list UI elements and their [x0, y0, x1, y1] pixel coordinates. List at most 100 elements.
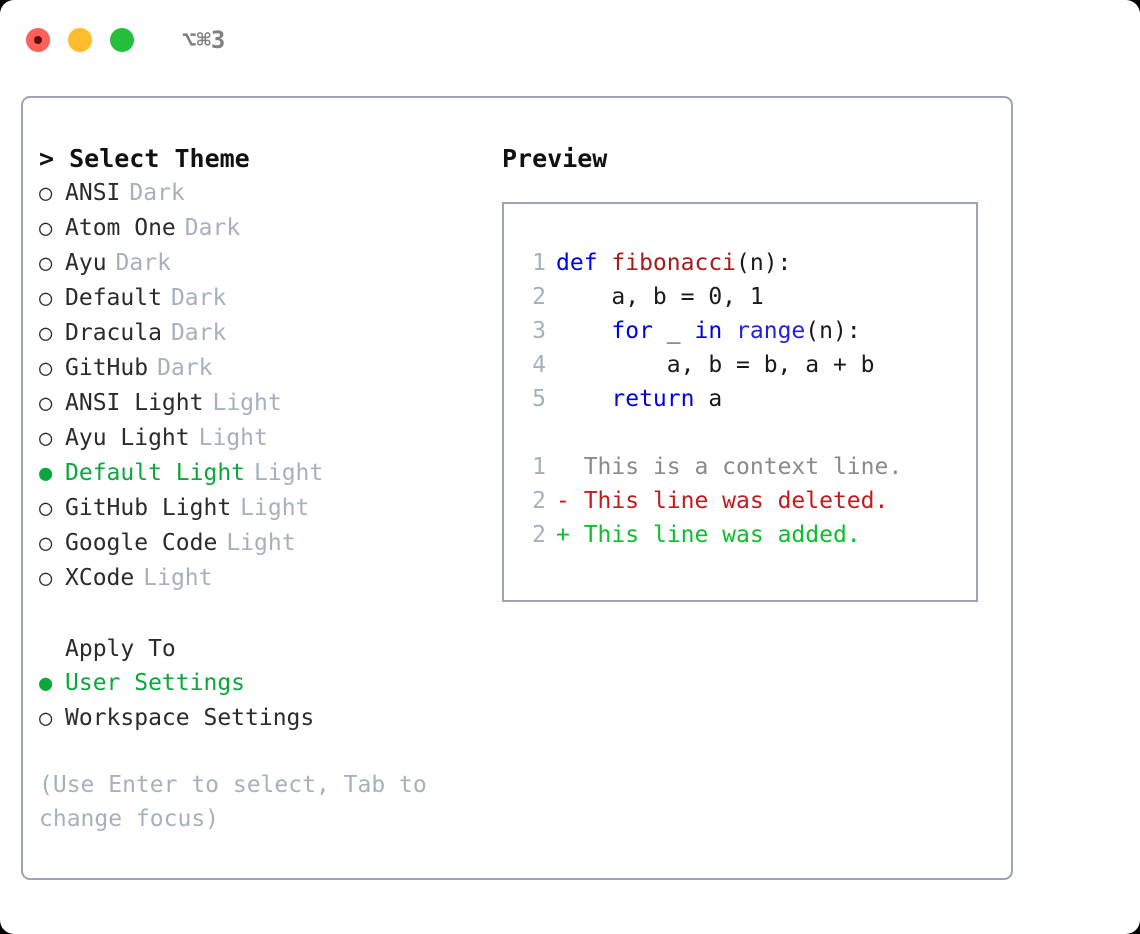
- line-number: 2: [532, 522, 546, 548]
- radio-unselected-icon: ○: [39, 566, 53, 591]
- line-number: 1: [532, 454, 546, 480]
- theme-category-tag: Light: [226, 530, 296, 556]
- theme-list-item[interactable]: ○ Atom One Dark: [39, 211, 499, 246]
- apply-to-label: User Settings: [65, 670, 246, 696]
- maximize-button-icon[interactable]: [110, 28, 134, 52]
- apply-to-heading: Apply To: [65, 636, 176, 662]
- code-line: 4 a, b = b, a + b: [522, 348, 976, 382]
- code-token: return: [611, 386, 695, 412]
- diff-marker: +: [556, 522, 584, 548]
- code-line: 1 def fibonacci(n):: [522, 246, 976, 280]
- theme-name: Atom One: [65, 215, 176, 241]
- code-line: 5 return a: [522, 382, 976, 416]
- line-number: 3: [532, 318, 546, 344]
- theme-name: Default: [65, 285, 162, 311]
- theme-category-tag: Light: [240, 495, 310, 521]
- diff-marker: -: [556, 488, 584, 514]
- code-token: def: [556, 250, 612, 276]
- code-text: a, b = 0, 1: [556, 280, 764, 314]
- radio-unselected-icon: ○: [39, 216, 53, 241]
- apply-to-label: Workspace Settings: [65, 705, 315, 731]
- code-token: for: [611, 318, 653, 344]
- code-line: 3 for _ in range(n):: [522, 314, 976, 348]
- theme-name: GitHub: [65, 355, 149, 381]
- apply-to-item[interactable]: ● User Settings: [39, 666, 499, 701]
- theme-category-tag: Dark: [115, 250, 171, 276]
- radio-unselected-icon: ○: [39, 356, 53, 381]
- code-diff-spacer: [522, 416, 976, 450]
- window-controls: [26, 28, 134, 52]
- theme-name: Ayu: [65, 250, 107, 276]
- radio-unselected-icon: ○: [39, 496, 53, 521]
- radio-unselected-icon: ○: [39, 321, 53, 346]
- select-theme-heading: > Select Theme: [39, 144, 250, 173]
- code-token: a, b = 0, 1: [556, 284, 764, 310]
- radio-unselected-icon: ○: [39, 391, 53, 416]
- radio-unselected-icon: ○: [39, 706, 53, 731]
- apply-to-item[interactable]: ○ Workspace Settings: [39, 701, 499, 736]
- diff-line: 2 + This line was added.: [522, 518, 976, 552]
- line-number: 1: [532, 250, 546, 276]
- theme-category-tag: Light: [143, 565, 213, 591]
- code-token: in: [694, 318, 737, 344]
- radio-selected-icon: ●: [39, 461, 53, 486]
- theme-name: ANSI: [65, 180, 121, 206]
- line-number: 5: [532, 386, 546, 412]
- diff-content: This line was added.: [583, 522, 861, 548]
- theme-category-tag: Dark: [184, 215, 241, 241]
- preview-heading: Preview: [502, 144, 608, 173]
- theme-name: XCode: [65, 565, 135, 591]
- title-bar: ⌥⌘3: [0, 0, 1140, 80]
- theme-list-item[interactable]: ○ XCode Light: [39, 561, 499, 596]
- code-token: [556, 386, 611, 412]
- theme-category-tag: Dark: [157, 355, 213, 381]
- line-number: 4: [532, 352, 546, 378]
- keyboard-hint-text: (Use Enter to select, Tab to change focu…: [39, 772, 427, 832]
- diff-sample: 1 This is a context line.2- This line wa…: [522, 450, 976, 552]
- theme-list-item[interactable]: ○ ANSI Dark: [39, 176, 499, 211]
- theme-list-item[interactable]: ○ Default Dark: [39, 281, 499, 316]
- theme-name: ANSI Light: [65, 390, 204, 416]
- close-button-icon[interactable]: [26, 28, 50, 52]
- code-token: (n):: [805, 318, 861, 344]
- radio-selected-icon: ●: [39, 671, 53, 696]
- radio-unselected-icon: ○: [39, 286, 53, 311]
- code-text: return a: [556, 382, 722, 416]
- radio-unselected-icon: ○: [39, 531, 53, 556]
- theme-name: Ayu Light: [65, 425, 190, 451]
- diff-text: - This line was deleted.: [556, 484, 888, 518]
- diff-text: This is a context line.: [556, 450, 903, 484]
- code-token: (n):: [736, 250, 792, 276]
- radio-unselected-icon: ○: [39, 181, 53, 206]
- code-line: 2 a, b = 0, 1: [522, 280, 976, 314]
- theme-category-tag: Light: [212, 390, 282, 416]
- apply-to-list[interactable]: ● User Settings ○ Workspace Settings: [39, 666, 499, 736]
- code-token: [556, 318, 611, 344]
- theme-category-tag: Dark: [129, 180, 185, 206]
- diff-content: This is a context line.: [583, 454, 903, 480]
- theme-category-tag: Dark: [170, 320, 227, 346]
- keyboard-shortcut-label: ⌥⌘3: [182, 26, 226, 54]
- theme-list-item[interactable]: ○ ANSI Light Light: [39, 386, 499, 421]
- code-text: a, b = b, a + b: [556, 348, 875, 382]
- minimize-button-icon[interactable]: [68, 28, 92, 52]
- code-text: def fibonacci(n):: [556, 246, 791, 280]
- diff-text: + This line was added.: [556, 518, 861, 552]
- diff-line: 1 This is a context line.: [522, 450, 976, 484]
- theme-list-item[interactable]: ○ GitHub Dark: [39, 351, 499, 386]
- code-text: for _ in range(n):: [556, 314, 861, 348]
- diff-marker: [556, 454, 584, 480]
- theme-category-tag: Dark: [170, 285, 227, 311]
